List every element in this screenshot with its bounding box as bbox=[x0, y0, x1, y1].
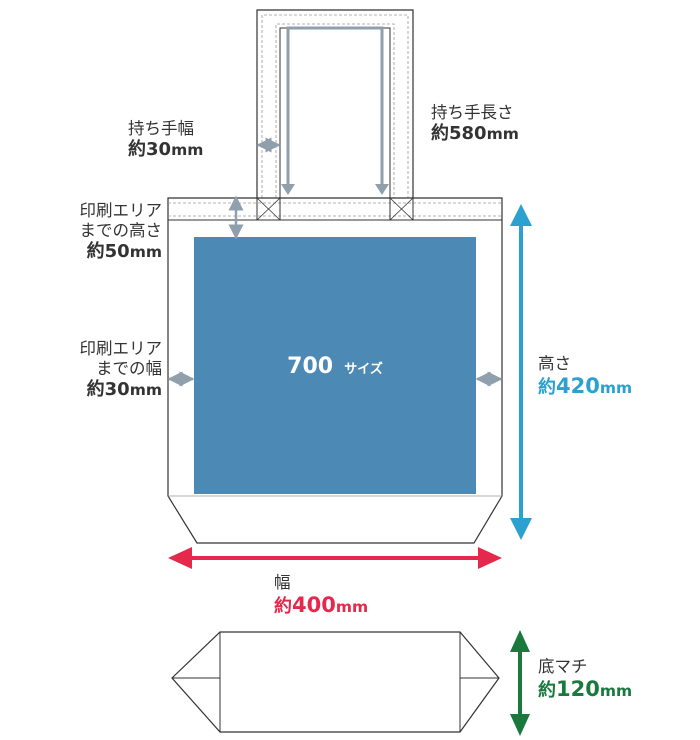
side-margin-title-2: までの幅 bbox=[96, 359, 162, 379]
print-area: 700 サイズ bbox=[194, 237, 476, 494]
handle-width-title: 持ち手幅 bbox=[128, 119, 194, 138]
handle-stitch-outer bbox=[261, 14, 409, 198]
print-area-size: 700 bbox=[287, 354, 333, 379]
height-label: 高さ 約420mm bbox=[538, 354, 633, 399]
top-margin-title-1: 印刷エリア bbox=[79, 201, 163, 220]
handle-outer-outline bbox=[256, 9, 414, 198]
top-margin-label: 印刷エリア までの高さ 約50mm bbox=[79, 201, 163, 263]
print-area-label: 700 サイズ bbox=[287, 354, 383, 379]
gusset-view bbox=[171, 631, 500, 733]
gusset-outline bbox=[171, 631, 500, 733]
handle-width-label: 持ち手幅 約30mm bbox=[128, 119, 204, 161]
handle-attachment-left bbox=[256, 197, 281, 221]
print-area-suffix: サイズ bbox=[344, 361, 383, 377]
side-margin-title-1: 印刷エリア bbox=[79, 339, 163, 358]
height-title: 高さ bbox=[538, 354, 571, 373]
handles bbox=[256, 9, 414, 198]
width-arrow bbox=[168, 547, 502, 569]
handle-stitch-inner bbox=[275, 23, 395, 198]
width-label: 幅 約400mm bbox=[274, 573, 369, 618]
handle-attachment-right bbox=[389, 197, 414, 221]
gusset-label: 底マチ 約120mm bbox=[538, 657, 633, 702]
height-arrow bbox=[510, 204, 532, 540]
handle-length-guide bbox=[286, 26, 384, 188]
gusset-arrow bbox=[510, 630, 530, 736]
handle-length-arrow-right bbox=[375, 184, 389, 195]
top-margin-title-2: までの高さ bbox=[79, 221, 163, 241]
handle-inner-outline bbox=[279, 27, 391, 198]
gusset-title: 底マチ bbox=[538, 657, 588, 676]
side-margin-label: 印刷エリア までの幅 約30mm bbox=[79, 339, 163, 401]
width-title: 幅 bbox=[274, 573, 291, 592]
handle-length-label: 持ち手長さ 約580mm bbox=[431, 103, 519, 145]
handle-length-arrow-left bbox=[281, 184, 295, 195]
handle-length-title: 持ち手長さ bbox=[431, 103, 514, 122]
